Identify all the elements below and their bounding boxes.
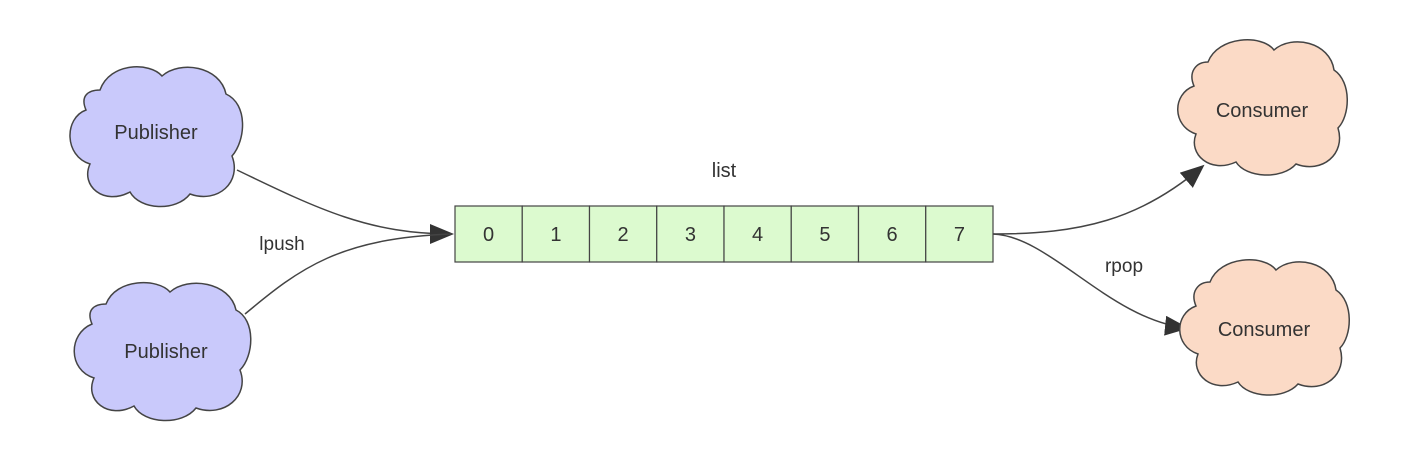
edge-list-to-consumer2 [992, 233, 1189, 336]
list-cell-label: 3 [685, 224, 696, 246]
list-cell-label: 6 [887, 224, 898, 246]
publisher-label: Publisher [114, 122, 198, 144]
list-cell-1 [521, 205, 591, 263]
list-label: list [712, 160, 737, 182]
consumer-cloud: Consumer [1177, 39, 1348, 176]
list-cell-label: 5 [819, 224, 830, 246]
lpush-label: lpush [259, 234, 304, 255]
edges [236, 164, 1205, 336]
list: list 0 1 2 3 4 5 6 7 [454, 160, 994, 263]
edge-list-to-consumer1 [992, 164, 1205, 235]
list-cell-label: 7 [954, 224, 965, 246]
publisher-cloud-shape [73, 281, 252, 422]
consumer-label: Consumer [1216, 100, 1309, 122]
consumer-cloud-shape [1177, 39, 1348, 176]
list-cell-label: 2 [618, 224, 629, 246]
list-cell-label: 0 [483, 224, 494, 246]
consumer-cloud: Consumer [1179, 259, 1350, 396]
list-cell-5 [790, 205, 860, 263]
list-cell-3 [656, 205, 725, 263]
list-cell-label: 4 [752, 224, 763, 246]
list-cell-6 [857, 205, 927, 263]
consumer-label: Consumer [1218, 319, 1311, 341]
list-cell-label: 1 [550, 224, 561, 246]
list-cell-4 [723, 205, 792, 263]
edge-publisher2-to-list [244, 233, 453, 315]
publisher-cloud-shape [69, 66, 244, 208]
edge-publisher1-to-list [236, 169, 454, 244]
list-cells: 0 1 2 3 4 5 6 7 [454, 205, 994, 263]
list-cell-7 [925, 205, 994, 263]
list-cell-2 [588, 205, 658, 263]
publisher-cloud: Publisher [73, 281, 252, 422]
consumer-cloud-shape [1179, 259, 1350, 396]
publisher-label: Publisher [124, 341, 208, 363]
rpop-label: rpop [1105, 256, 1143, 277]
publisher-cloud: Publisher [69, 66, 244, 208]
